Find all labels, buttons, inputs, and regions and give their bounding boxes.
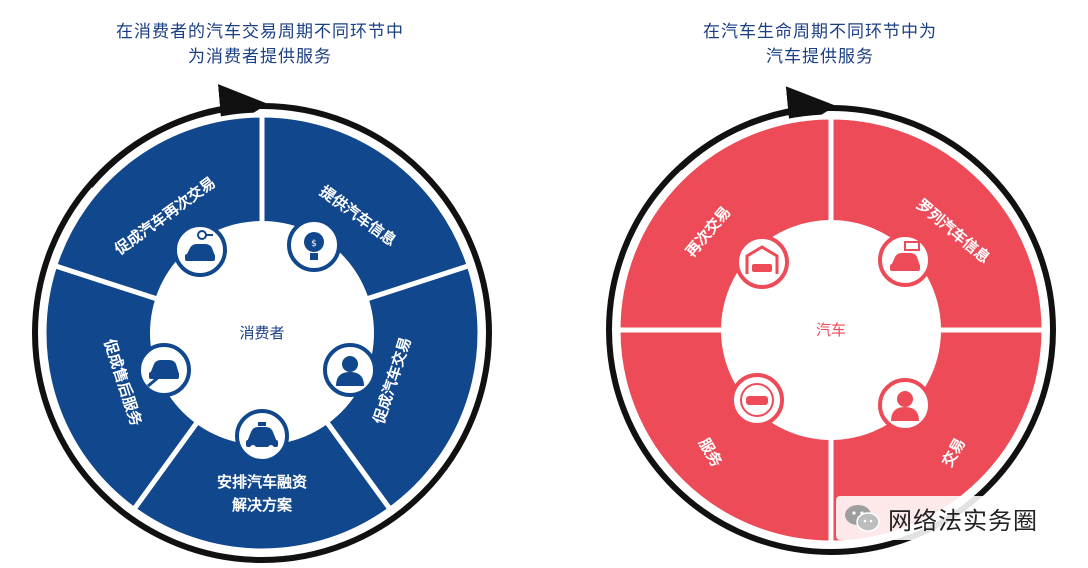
svg-text:$: $ — [311, 239, 317, 249]
right-cycle-arrow — [677, 86, 836, 171]
left-center-disc — [150, 221, 374, 445]
car-cycle: 汽车 罗列汽车信息 交易 服务 再次交易 — [606, 86, 1056, 555]
left-center-label: 消费者 — [239, 324, 284, 342]
lightbulb-icon: $ — [287, 218, 341, 272]
left-caption-line1: 在消费者的汽车交易周期不同环节中 — [116, 22, 404, 42]
right-caption-line1: 在汽车生命周期不同环节中为 — [703, 22, 937, 42]
right-center-label: 汽车 — [816, 321, 846, 339]
left-caption-line2: 为消费者提供服务 — [188, 47, 332, 67]
right-caption-line2: 汽车提供服务 — [766, 47, 874, 67]
taxi-icon — [235, 409, 289, 463]
watermark-text: 网络法实务圈 — [888, 506, 1038, 535]
right-caption: 在汽车生命周期不同环节中为 汽车提供服务 — [600, 20, 1040, 70]
car-front-icon — [730, 373, 784, 427]
car-key-icon — [173, 223, 227, 277]
car-repair-icon — [137, 343, 191, 397]
left-cycle-arrow — [87, 84, 268, 188]
left-seg-label-financing-line1: 安排汽车融资 — [217, 473, 307, 491]
left-seg-label-financing-line2: 解决方案 — [232, 496, 293, 514]
person-icon — [878, 378, 932, 432]
garage-icon — [735, 235, 789, 289]
watermark: 网络法实务圈 — [836, 496, 1046, 540]
left-caption: 在消费者的汽车交易周期不同环节中 为消费者提供服务 — [40, 20, 480, 70]
car-info-icon — [878, 233, 932, 287]
salesperson-icon — [323, 343, 377, 397]
wechat-icon — [845, 505, 880, 532]
consumer-cycle: 消费者 提供汽车信息 促成汽车交易 安排汽车融资 解决方案 促成售后服务 促成汽… — [32, 84, 492, 563]
